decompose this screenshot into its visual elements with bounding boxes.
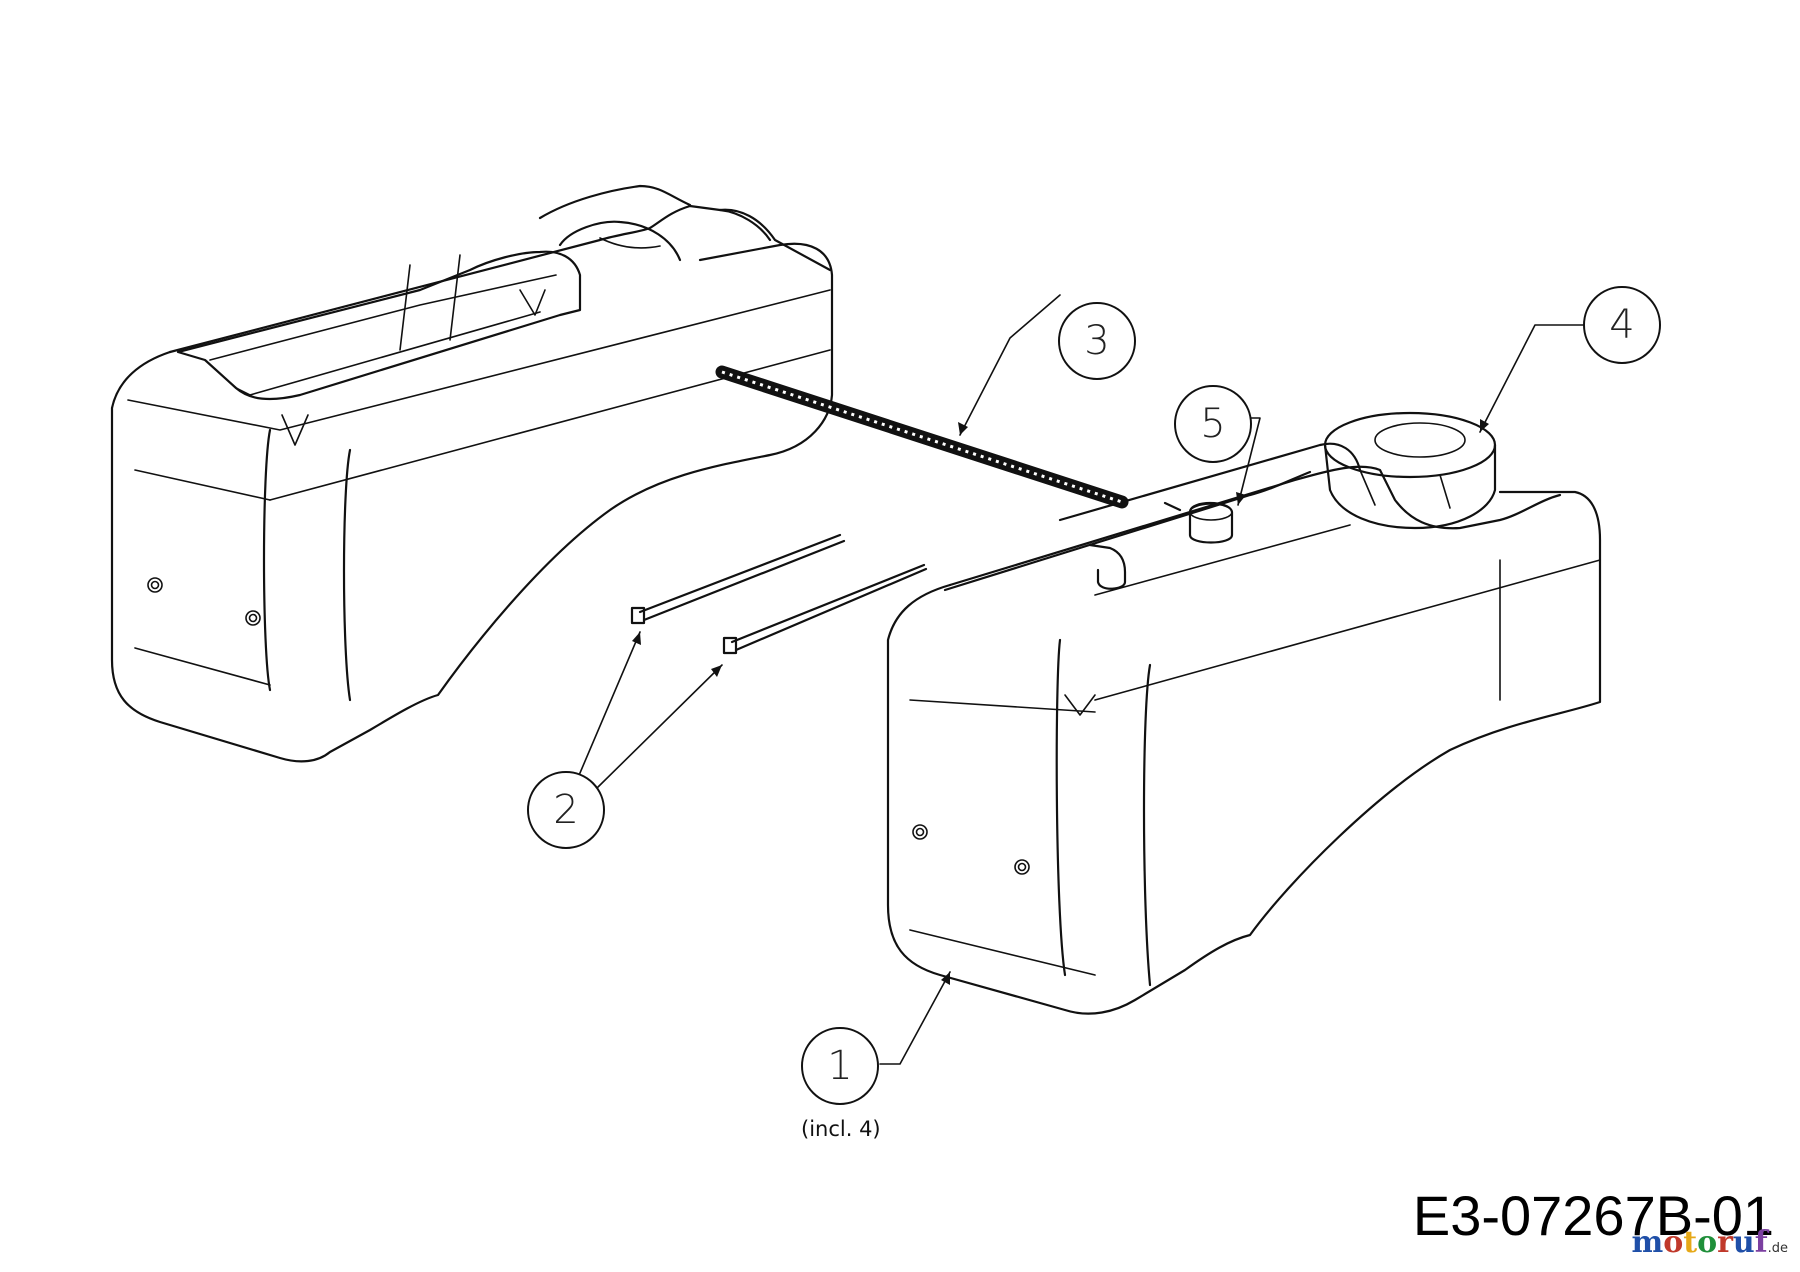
drawing-number: E3-07267B-01 (1412, 1184, 1774, 1247)
watermark-letter: f (1754, 1225, 1768, 1260)
right-fuel-tank (886, 411, 1602, 1015)
callout-2: 2 (527, 771, 605, 849)
watermark-letter: r (1717, 1225, 1733, 1260)
callout-2-label: 2 (553, 787, 578, 833)
leader-lines (576, 294, 1586, 1065)
callout-4-label: 4 (1609, 302, 1634, 348)
watermark-letter: t (1683, 1225, 1698, 1260)
callout-5: 5 (1174, 385, 1252, 463)
cable-tie-1 (630, 533, 846, 625)
callout-1-label: 1 (827, 1043, 852, 1089)
fuel-line-hose (715, 365, 1129, 509)
callout-3: 3 (1058, 302, 1136, 380)
watermark-suffix: .de (1767, 1241, 1788, 1256)
cable-tie-2 (722, 563, 928, 655)
left-fuel-tank (110, 184, 834, 763)
watermark-letter: o (1697, 1225, 1718, 1260)
callout-3-label: 3 (1084, 318, 1109, 364)
watermark-text: motoruf (1631, 1225, 1767, 1260)
watermark-letter: o (1663, 1225, 1684, 1260)
callout-1: 1 (801, 1027, 879, 1105)
note-incl-4: (incl. 4) (801, 1117, 881, 1141)
watermark-letter: m (1631, 1225, 1664, 1260)
callout-5-label: 5 (1200, 401, 1225, 447)
watermark-letter: u (1732, 1225, 1755, 1260)
callout-4: 4 (1583, 286, 1661, 364)
watermark-logo: motoruf.de (1631, 1225, 1788, 1260)
